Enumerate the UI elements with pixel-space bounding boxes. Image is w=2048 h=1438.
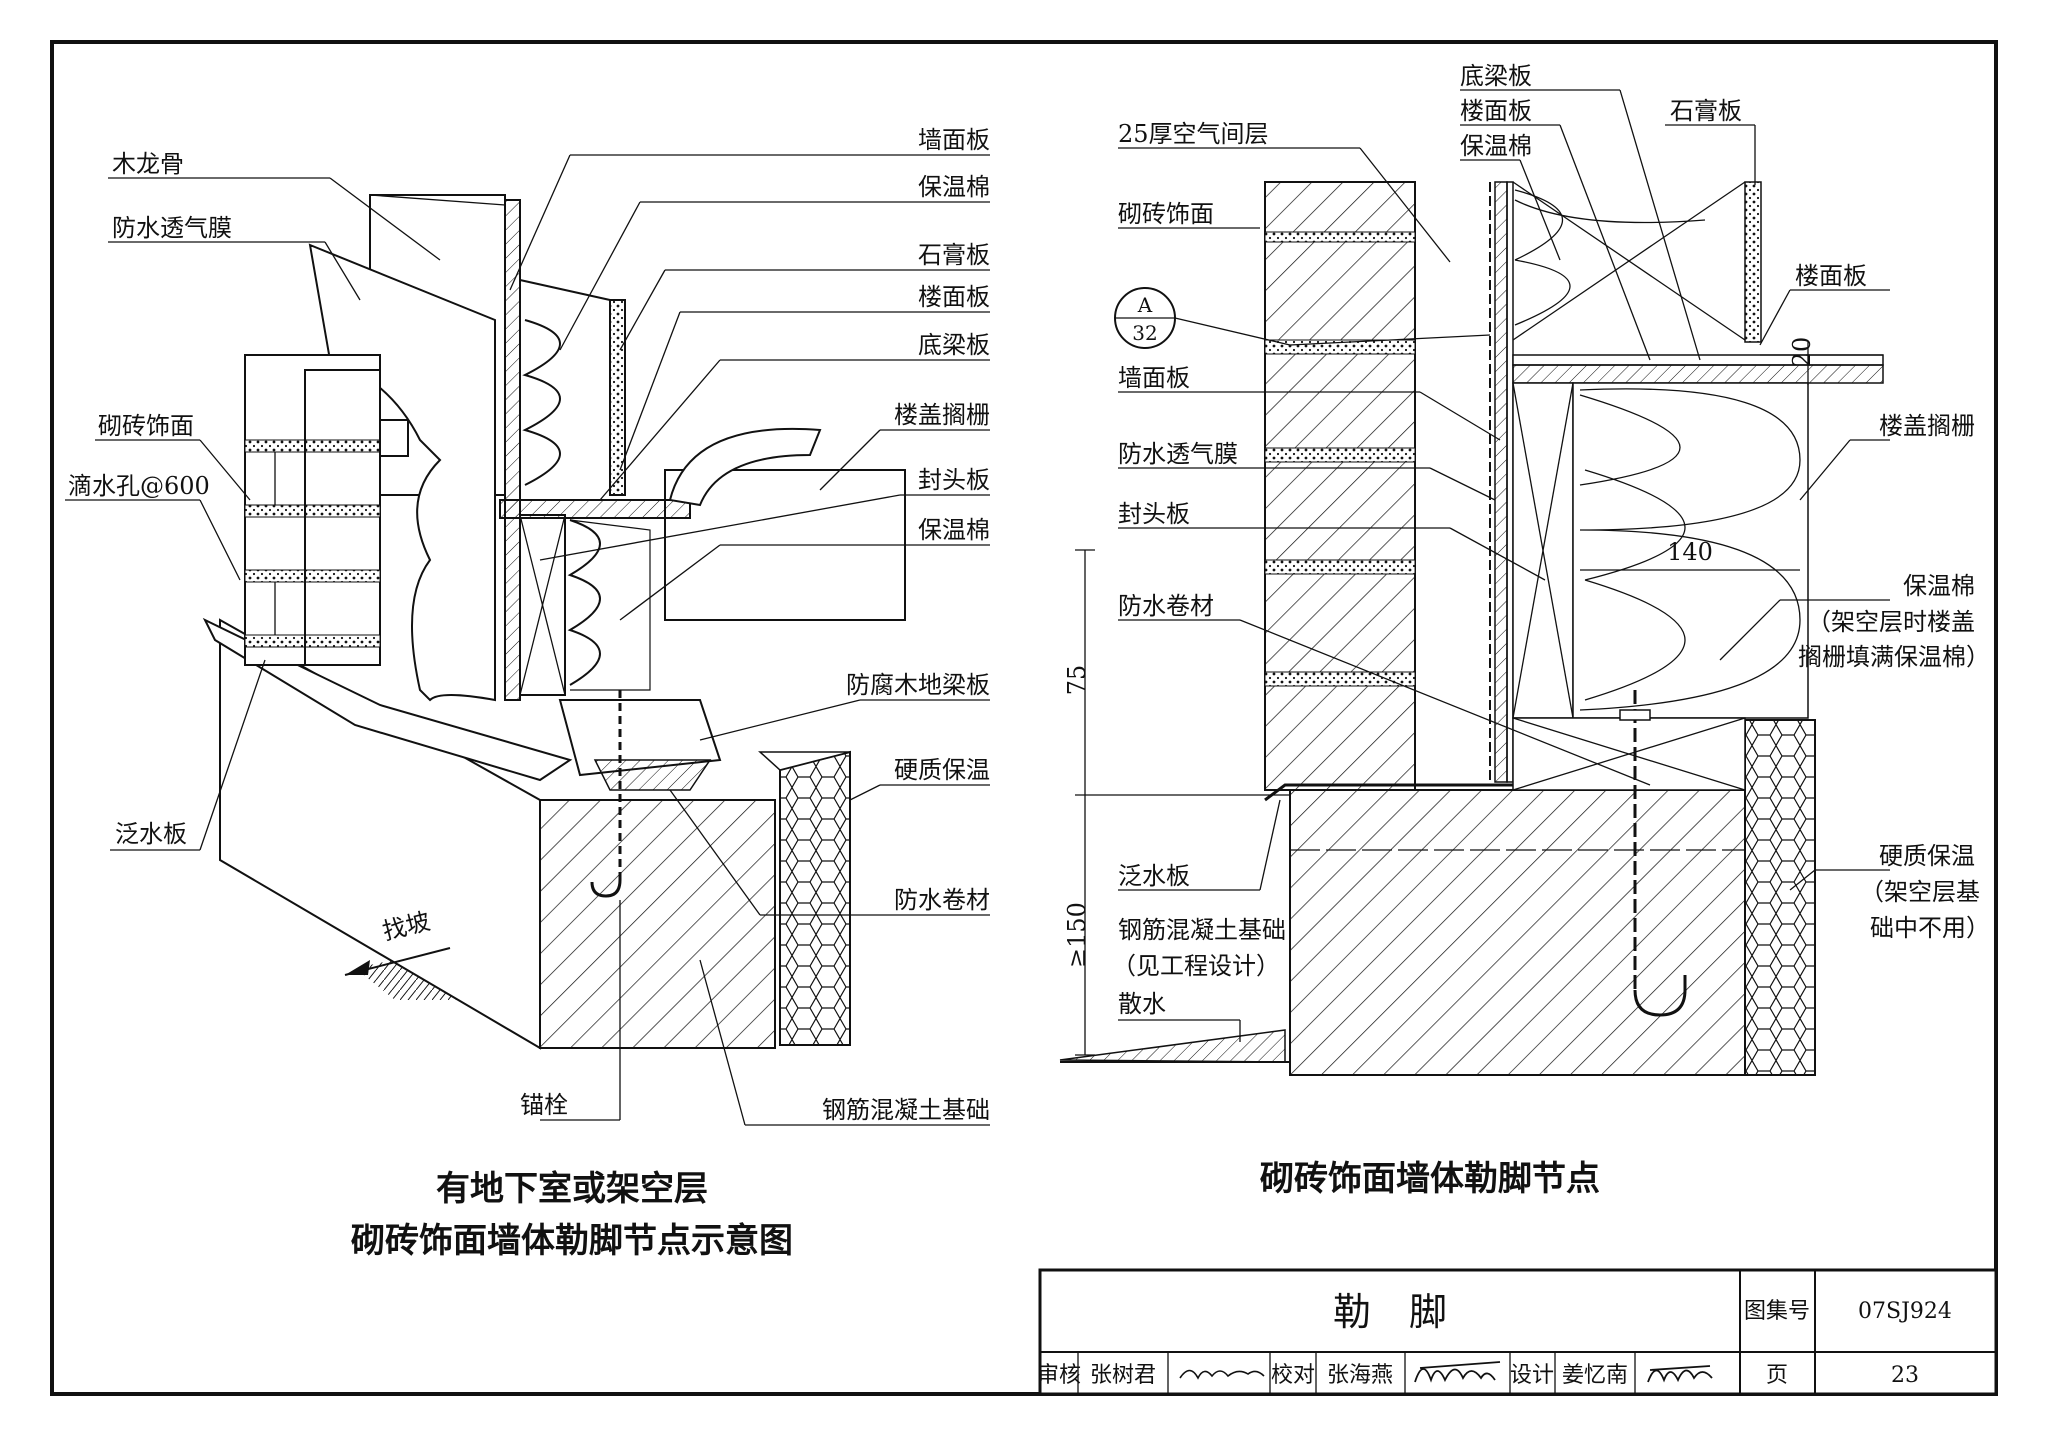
reviewer-name: 张树君: [1090, 1363, 1156, 1388]
flashing-strip: [202, 617, 573, 782]
insulation-upper-section: [1514, 189, 1706, 326]
designer-name: 姜忆南: [1562, 1363, 1628, 1388]
label-subfloor: 底梁板: [918, 331, 990, 359]
wall-panel-section: [1494, 181, 1508, 783]
r-label-air-gap: 25厚空气间层: [1118, 120, 1269, 148]
sill-plate: [558, 699, 722, 777]
left-caption-line2: 砌砖饰面墙体勒脚节点示意图: [351, 1221, 793, 1261]
r-label-rigid-note1: （架空层基: [1860, 878, 1980, 906]
right-caption: 砌砖饰面墙体勒脚节点: [1260, 1159, 1600, 1199]
dimension-lines: [1075, 342, 1883, 1056]
insulation-batt-lower: [567, 519, 601, 686]
label-breathable-membrane: 防水透气膜: [112, 214, 232, 242]
r-label-floor-panel: 楼面板: [1795, 262, 1867, 290]
label-sill-plate: 防腐木地梁板: [846, 671, 990, 699]
gypsum-section: [1744, 181, 1762, 343]
r-label-wall-panel: 墙面板: [1118, 364, 1190, 392]
label-rc-foundation: 钢筋混凝土基础: [822, 1096, 990, 1124]
r-label-rigid-insulation: 硬质保温: [1879, 842, 1975, 870]
r-label-gypsum: 石膏板: [1670, 97, 1742, 125]
label-wall-panel: 墙面板: [918, 126, 990, 154]
right-section-detail: 75 ≥150 140 20 A 32: [1059, 62, 1990, 1199]
r-label-waterproof-roll: 防水卷材: [1118, 592, 1214, 620]
label-floor-panel: 楼面板: [918, 283, 990, 311]
floor-panel-curl: [668, 427, 822, 507]
brick-veneer: [244, 354, 381, 666]
foundation-front: [539, 799, 776, 1049]
dim-upper: 75: [1063, 665, 1091, 696]
dim-joist-depth: 140: [1667, 538, 1713, 566]
checker-signature: [1414, 1361, 1501, 1383]
r-label-rim-board: 封头板: [1118, 500, 1190, 528]
ref-sheet-top: A: [1137, 293, 1153, 317]
left-caption-line1: 有地下室或架空层: [436, 1169, 708, 1209]
right-leader-lines: [1118, 89, 1890, 1042]
checker-name: 张海燕: [1327, 1363, 1393, 1388]
sheet-border: [50, 40, 1998, 1396]
label-anchor-bolt: 锚栓: [520, 1091, 568, 1119]
r-label-rigid-note2: 础中不用）: [1870, 914, 1990, 942]
designer-signature: [1647, 1365, 1713, 1383]
r-label-rc-note: （见工程设计）: [1112, 952, 1280, 980]
review-label: 审核: [1037, 1363, 1081, 1388]
detail-reference-bubble: A 32: [1114, 287, 1176, 349]
ref-sheet-bottom: 32: [1132, 321, 1157, 345]
subfloor-panel: [499, 499, 691, 519]
left-isometric-detail: 木龙骨 防水透气膜 砌砖饰面 滴水孔@600 泛水板 找坡 墙面板 保温棉 石膏…: [65, 126, 990, 1261]
r-label-rc-foundation: 钢筋混凝土基础: [1118, 916, 1286, 944]
label-floor-joist: 楼盖搁栅: [894, 401, 990, 429]
apron-slab: [1059, 1029, 1286, 1063]
joist-section: [1572, 382, 1809, 719]
r-label-breathable-membrane: 防水透气膜: [1118, 440, 1238, 468]
insulation-batt-section: [1579, 388, 1801, 711]
r-label-insulation-top: 保温棉: [1460, 132, 1532, 160]
label-rigid-insulation: 硬质保温: [894, 756, 990, 784]
title-block: 勒 脚 图集号 07SJ924 审核 张树君 校对 张海燕 设计 姜忆南 页 2…: [1037, 1268, 1998, 1396]
rigid-insulation-section: [1744, 719, 1816, 1076]
design-label: 设计: [1510, 1363, 1554, 1388]
label-weep-hole: 滴水孔@600: [68, 472, 210, 500]
r-label-flashing: 泛水板: [1118, 862, 1190, 890]
r-label-insulation-note2: 搁栅填满保温棉）: [1798, 643, 1990, 671]
r-label-floor-joist: 楼盖搁栅: [1879, 412, 1975, 440]
label-brick-veneer: 砌砖饰面: [98, 412, 194, 440]
r-label-insulation-note1: （架空层时楼盖: [1807, 608, 1975, 636]
atlas-label: 图集号: [1744, 1299, 1810, 1324]
label-insulation-top: 保温棉: [918, 173, 990, 201]
label-rim-board: 封头板: [918, 466, 990, 494]
wall-panel: [504, 199, 521, 701]
r-label-insulation: 保温棉: [1903, 572, 1975, 600]
insulation-batt-upper: [522, 319, 561, 486]
dim-lower: ≥150: [1063, 902, 1091, 968]
dim-gap: 20: [1788, 337, 1816, 368]
sheet-title: 勒 脚: [1333, 1290, 1447, 1334]
label-gypsum: 石膏板: [918, 241, 990, 269]
check-label: 校对: [1271, 1363, 1315, 1388]
floor-panel-section: [1512, 354, 1884, 366]
gypsum-board: [609, 299, 626, 496]
reviewer-signature: [1179, 1369, 1265, 1380]
r-label-floor-panel-top: 楼面板: [1460, 97, 1532, 125]
atlas-number: 07SJ924: [1858, 1299, 1952, 1324]
brick-column: [1264, 181, 1416, 791]
label-wood-stud: 木龙骨: [112, 150, 184, 178]
label-insulation-mid: 保温棉: [918, 516, 990, 544]
label-flashing: 泛水板: [115, 820, 187, 848]
rc-foundation-section: [1289, 789, 1746, 1076]
page-number: 23: [1891, 1363, 1919, 1388]
r-label-apron: 散水: [1118, 990, 1166, 1018]
r-label-brick-veneer: 砌砖饰面: [1118, 200, 1214, 228]
subfloor-section: [1512, 364, 1884, 384]
page-label: 页: [1766, 1363, 1788, 1388]
r-label-subfloor: 底梁板: [1460, 62, 1532, 90]
left-leader-lines: [65, 154, 990, 1126]
label-waterproof-roll: 防水卷材: [894, 886, 990, 914]
brick-tie: [379, 419, 409, 457]
rigid-insulation-block: [779, 750, 851, 1046]
